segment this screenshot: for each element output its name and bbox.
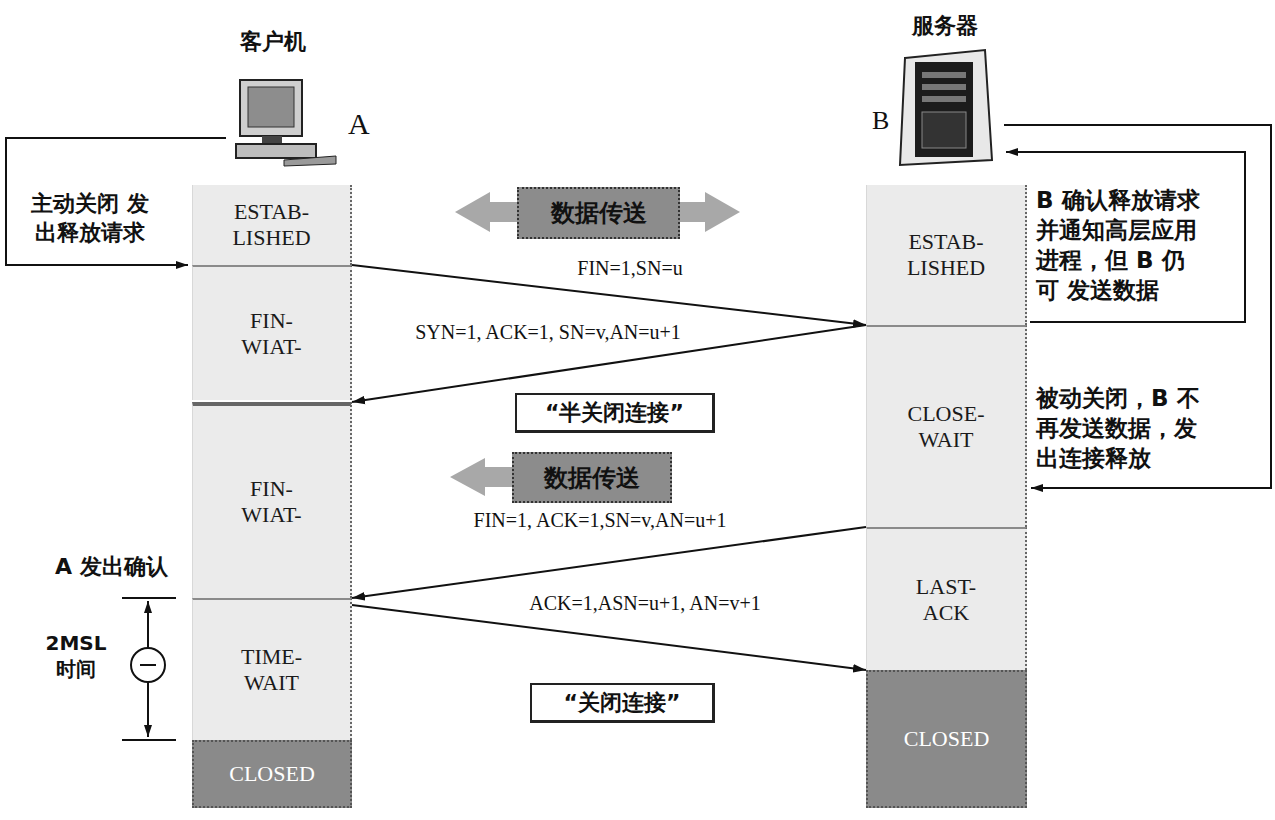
host-title: 客户机 (240, 28, 350, 57)
passive-close-bracket (1004, 125, 1271, 488)
note-text: B 确认释放请求 并通知高层应用 进程，但 B 仍可 发送数据 (1036, 186, 1206, 306)
note-text: 主动关闭 发出释放请求 (22, 190, 158, 247)
state-box: FIN- WIAT- (192, 402, 352, 598)
state-name: 数据传送 (544, 462, 640, 494)
client-computer (236, 80, 336, 166)
msl-dimension (122, 598, 176, 740)
state-box: ESTAB- LISHED (192, 185, 352, 265)
message-label: SYN=1, ACK=1, SN=v,AN=u+1 (413, 321, 683, 344)
note-text: A 发出确认 (55, 553, 185, 582)
confirm-bracket (1006, 152, 1245, 322)
state-name: FIN- WIAT- (222, 308, 322, 360)
state-name: ESTAB- LISHED (222, 199, 322, 251)
host-title: 服务器 (912, 12, 1022, 41)
closed-state-box: CLOSED (192, 740, 352, 808)
state-box: LAST- ACK (866, 527, 1027, 670)
note-text: 被动关闭，B 不 再发送数据，发 出连接释放 (1036, 384, 1206, 474)
message-arrow (352, 605, 866, 670)
data-transfer-arrow (450, 458, 514, 496)
state-name: CLOSED (229, 761, 315, 787)
message-label: ACK=1,ASN=u+1, AN=v+1 (527, 592, 762, 615)
server-tower (900, 50, 992, 165)
state-name: TIME- WAIT (222, 644, 322, 696)
state-box: ESTAB- LISHED (866, 185, 1027, 325)
host-letter: A (348, 104, 378, 143)
state-box: CLOSE- WAIT (866, 325, 1027, 527)
host-letter: B (872, 104, 898, 138)
dimension-text: 2MSL 时间 (45, 630, 107, 682)
state-name: “关闭连接” (564, 688, 681, 718)
closed-state-box: CLOSED (866, 670, 1027, 808)
state-name: ESTAB- LISHED (896, 229, 996, 281)
state-box: FIN- WIAT- (192, 265, 352, 400)
state-name: “半关闭连接” (545, 398, 684, 428)
state-name: CLOSE- WAIT (896, 401, 996, 453)
message-label: FIN=1, ACK=1,SN=v,AN=u+1 (472, 509, 729, 532)
state-box: TIME- WAIT (192, 598, 352, 740)
state-name: CLOSED (904, 726, 990, 752)
phase-box: “半关闭连接” (515, 393, 715, 433)
state-name: LAST- ACK (896, 574, 996, 626)
state-name: 数据传送 (551, 197, 647, 229)
phase-box: “关闭连接” (530, 683, 715, 723)
message-label: FIN=1,SN=u (575, 257, 684, 280)
data-transfer-band: 数据传送 (517, 187, 680, 239)
state-name: FIN- WIAT- (222, 476, 322, 528)
message-arrow (352, 527, 866, 598)
data-transfer-band: 数据传送 (512, 452, 672, 503)
